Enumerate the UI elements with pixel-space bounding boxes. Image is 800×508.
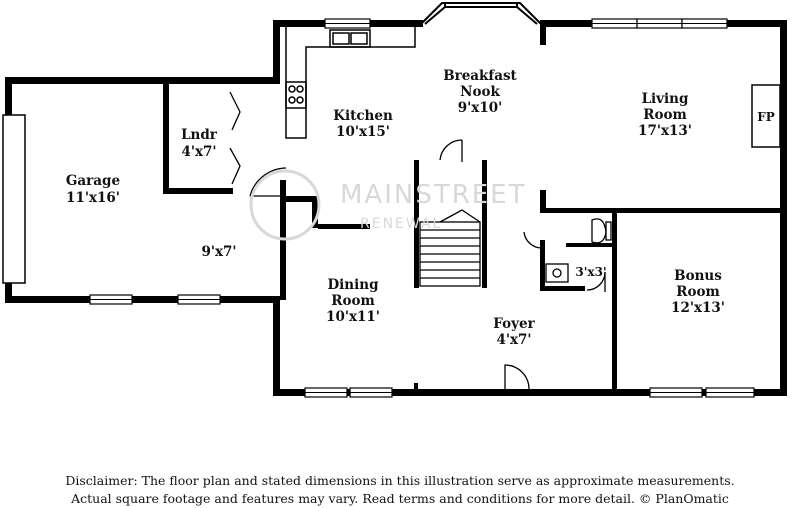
fireplace-label: FP [757, 110, 775, 124]
disclaimer-line-1: Disclaimer: The floor plan and stated di… [65, 473, 735, 488]
foyer-name: Foyer [493, 316, 535, 332]
bay-window [419, 2, 543, 26]
garage-name: Garage [66, 173, 120, 189]
bonus-name-1: Bonus [674, 268, 722, 284]
staircase [419, 209, 481, 287]
bath-fixtures [545, 218, 612, 283]
bonus-dims: 12'x13' [671, 300, 725, 316]
dining-name-1: Dining [327, 277, 379, 293]
doors [229, 91, 606, 390]
mudroom-dims: 9'x7' [201, 244, 236, 260]
breakfast-name-2: Nook [460, 84, 500, 100]
kitchen-counters [285, 27, 416, 139]
bonus-name-2: Room [676, 284, 720, 300]
foyer-dims: 4'x7' [496, 332, 531, 348]
living-name-2: Room [643, 107, 687, 123]
watermark-line1: MAINSTREET [340, 180, 527, 210]
breakfast-name-1: Breakfast [443, 68, 517, 84]
dining-dims: 10'x11' [326, 309, 380, 325]
laundry-name: Lndr [181, 127, 218, 143]
watermark-line2: RENEWAL [360, 216, 442, 232]
kitchen-dims: 10'x15' [336, 124, 390, 140]
disclaimer: Disclaimer: The floor plan and stated di… [0, 472, 800, 508]
living-name-1: Living [642, 91, 689, 107]
fireplace: FP [751, 84, 781, 148]
bath-dims: 3'x3' [575, 265, 606, 279]
garage-dims: 11'x16' [66, 190, 120, 206]
laundry-dims: 4'x7' [181, 144, 216, 160]
watermark: MAINSTREET RENEWAL [249, 169, 527, 241]
windows [2, 18, 755, 398]
room-labels: Garage 11'x16' Lndr 4'x7' 9'x7' Kitchen … [66, 68, 725, 348]
disclaimer-line-2: Actual square footage and features may v… [71, 491, 729, 506]
dining-name-2: Room [331, 293, 375, 309]
living-dims: 17'x13' [638, 123, 692, 139]
kitchen-name: Kitchen [333, 108, 393, 124]
breakfast-dims: 9'x10' [458, 100, 503, 116]
